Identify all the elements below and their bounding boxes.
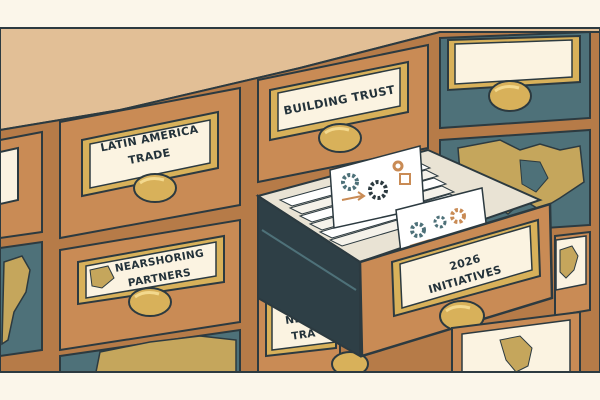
drawer-building-trust[interactable]: BUILDING TRUST	[257, 43, 429, 184]
drawer-nearshoring-partners[interactable]: NEARSHORING PARTNERS	[59, 218, 241, 352]
drawer-right-bottom-map[interactable]	[451, 310, 581, 373]
arrow-icon	[341, 191, 366, 201]
drawer-top-right[interactable]	[439, 30, 591, 130]
gear-icon	[433, 215, 447, 229]
map-illustration	[499, 335, 533, 373]
gear-icon	[392, 160, 404, 172]
drawer-left-top[interactable]	[0, 130, 43, 240]
gear-icon	[368, 180, 388, 200]
floor	[0, 372, 600, 400]
drawer-right-lower[interactable]	[554, 230, 591, 318]
gear-icon	[410, 222, 426, 238]
map-illustration	[1, 255, 31, 346]
open-drawer-2026-initiatives[interactable]: 2026 INITIATIVES	[255, 145, 554, 358]
drawer-latin-america-trade[interactable]: LATIN AMERICA TRADE	[59, 86, 241, 240]
drawer-label-blank	[454, 39, 573, 85]
gear-icon	[341, 173, 359, 191]
gear-icon	[450, 208, 466, 224]
map-illustration	[559, 245, 579, 279]
flowchart-icon	[399, 173, 411, 185]
drawer-side-panel	[257, 194, 361, 358]
drawer-bottom-left-map[interactable]	[59, 328, 241, 373]
map-illustration	[89, 265, 115, 289]
drawer-label-line2: TRA	[291, 327, 317, 342]
drawer-left-mid[interactable]	[0, 240, 43, 358]
